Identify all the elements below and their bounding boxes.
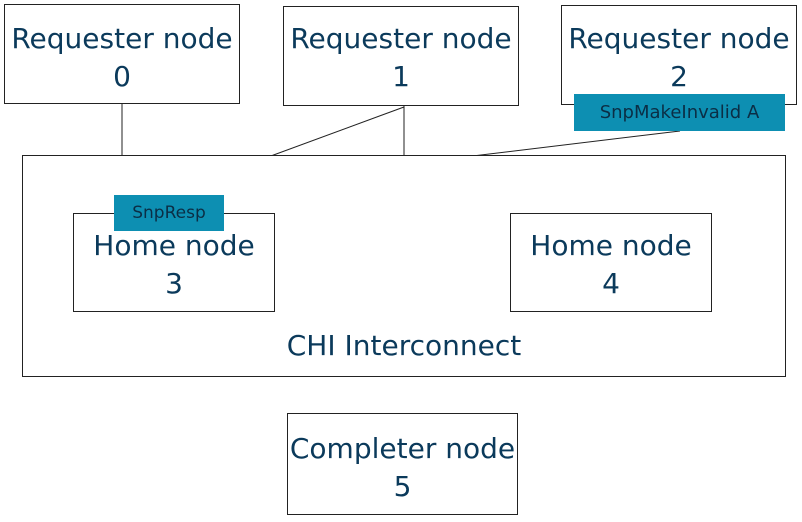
home-node-3-title: Home node <box>93 229 255 262</box>
requester-node-0: Requester node 0 <box>4 4 240 104</box>
requester-node-1: Requester node 1 <box>283 6 519 106</box>
completer-node-5: Completer node 5 <box>287 413 518 515</box>
requester-node-0-id: 0 <box>113 60 131 93</box>
snoop-request-label: SnpMakeInvalid A <box>574 94 785 131</box>
chi-interconnect-label: CHI Interconnect <box>286 329 522 362</box>
requester-node-1-title: Requester node <box>290 22 512 55</box>
completer-node-5-title: Completer node <box>289 432 516 465</box>
home-node-3-id: 3 <box>165 267 183 300</box>
requester-node-2-title: Requester node <box>568 22 790 55</box>
home-node-4-id: 4 <box>602 267 620 300</box>
home-node-4-title: Home node <box>530 229 692 262</box>
home-node-4: Home node 4 <box>510 213 712 312</box>
requester-node-2: Requester node 2 <box>561 5 797 105</box>
requester-node-1-id: 1 <box>392 60 410 93</box>
requester-node-2-id: 2 <box>670 60 688 93</box>
completer-node-5-id: 5 <box>393 470 412 503</box>
snoop-response-label: SnpResp <box>114 195 224 231</box>
requester-node-0-title: Requester node <box>11 22 233 55</box>
